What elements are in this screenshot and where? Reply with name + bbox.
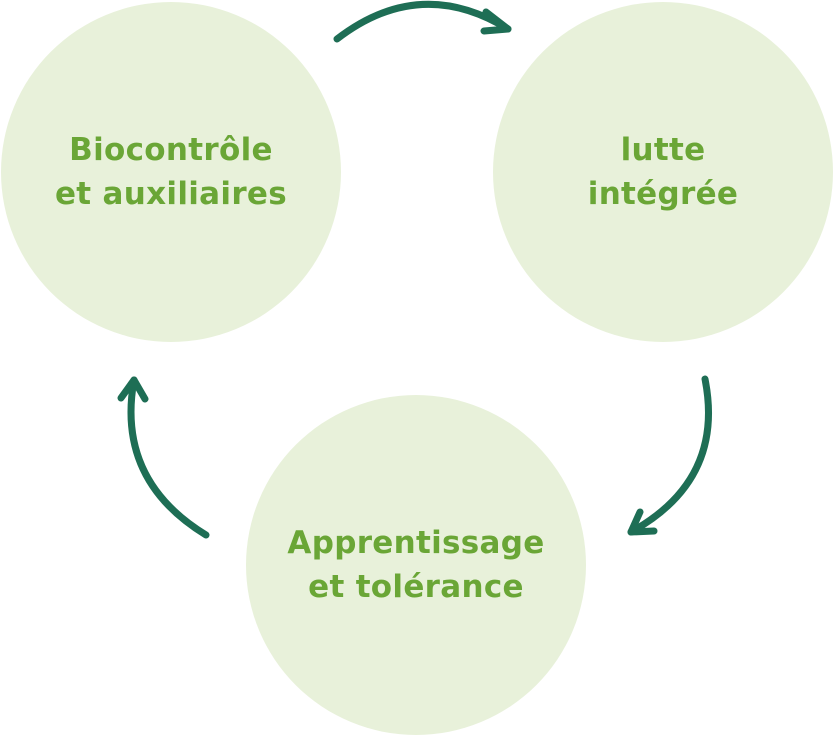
- node-apprentissage-line-2: et tolérance: [308, 569, 524, 605]
- node-lutte-line-2: intégrée: [587, 176, 739, 212]
- node-lutte: lutte intégrée: [493, 2, 833, 342]
- node-biocontrole-line-1: Biocontrôle: [69, 132, 273, 168]
- arrow-apprentissage-to-biocontrole: [127, 376, 210, 539]
- node-biocontrole: Biocontrôle et auxiliaires: [1, 2, 341, 342]
- arrow-lutte-to-apprentissage-head: [627, 508, 658, 536]
- node-lutte-line-1: lutte: [620, 132, 706, 168]
- node-apprentissage: Apprentissage et tolérance: [246, 395, 586, 735]
- node-apprentissage-line-1: Apprentissage: [287, 525, 545, 561]
- arrow-biocontrole-to-lutte: [333, 0, 512, 43]
- arrow-biocontrole-to-lutte-head: [480, 8, 512, 35]
- arrow-lutte-to-apprentissage: [627, 375, 712, 536]
- arrow-apprentissage-to-biocontrole-head: [117, 376, 149, 403]
- node-biocontrole-line-2: et auxiliaires: [54, 176, 287, 212]
